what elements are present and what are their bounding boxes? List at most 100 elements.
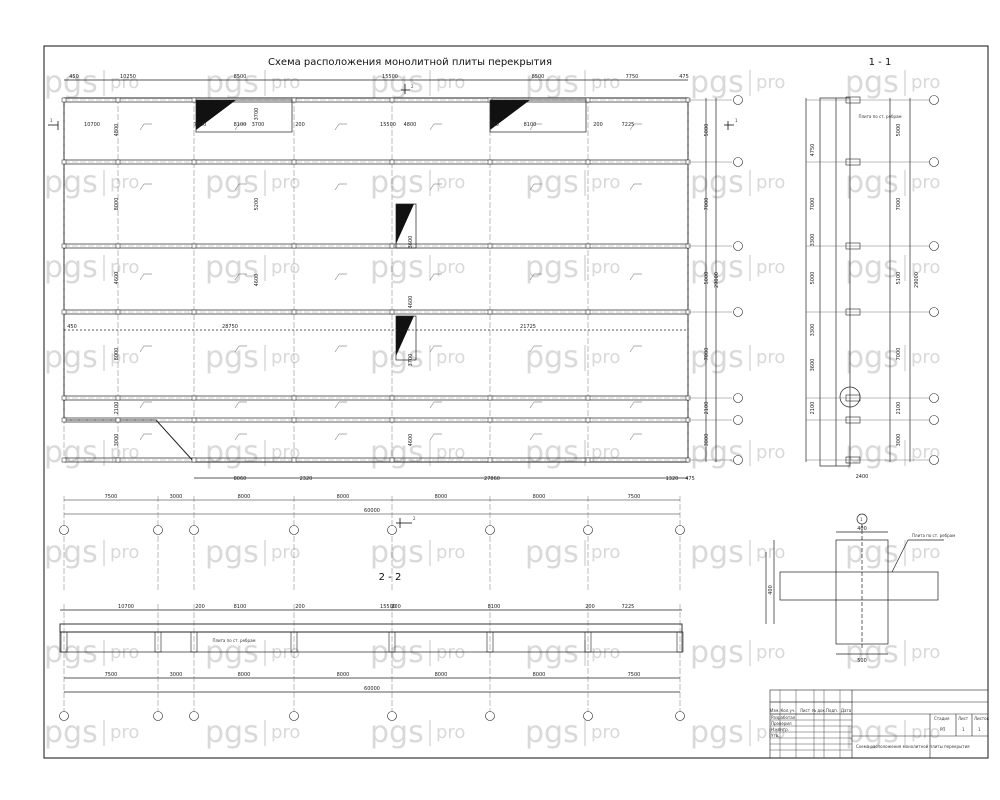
- plan-inner-dim: 7200: [194, 122, 207, 128]
- plan-axis-bubble: [733, 95, 743, 105]
- section-1-beam: [845, 416, 861, 424]
- detail-width: 400: [857, 526, 867, 532]
- watermark-suffix: pro: [911, 257, 940, 278]
- plan-leader: [429, 183, 442, 191]
- plan-inner-dim: 15500: [380, 122, 396, 128]
- watermark-suffix: pro: [110, 257, 139, 278]
- plan-top-dim: 7750: [626, 74, 639, 80]
- plan-leader: [334, 183, 347, 191]
- plan-leader: [139, 183, 152, 191]
- plan-column: [115, 97, 121, 103]
- plan-inner-vert-dim: 5200: [254, 198, 260, 211]
- plan-inner-dim: 200: [593, 122, 603, 128]
- watermark-brand: pgs: [44, 635, 98, 670]
- watermark-brand: pgs: [525, 435, 579, 470]
- watermark-suffix: pro: [911, 172, 940, 193]
- watermark-brand: pgs: [690, 435, 744, 470]
- section-2-bottom-dim: 8000: [337, 672, 350, 678]
- section-1-beam: [845, 96, 861, 104]
- sheet-frame: [43, 45, 989, 759]
- plan-leader: [334, 273, 347, 281]
- watermark-suffix: pro: [756, 442, 785, 463]
- stamp-column-header: Дата: [841, 708, 852, 713]
- watermark-brand: pgs: [525, 535, 579, 570]
- plan-top-dim: 8500: [532, 74, 545, 80]
- section-1-beam: [845, 394, 861, 402]
- watermark-brand: pgs: [205, 340, 259, 375]
- section-1-right-dim: 2100: [896, 402, 902, 415]
- plan-inner-vert-dim: 4600: [408, 434, 414, 447]
- detail-axis-label: 1: [860, 517, 863, 522]
- section-2-axis-bubble: [289, 711, 299, 721]
- section-1-right-dim: 5000: [896, 124, 902, 137]
- section-2-column: [388, 631, 396, 653]
- watermark-brand: pgs: [205, 165, 259, 200]
- watermark-suffix: pro: [110, 347, 139, 368]
- plan-leader: [234, 345, 247, 353]
- slab-plan: [61, 79, 732, 479]
- watermark-brand: pgs: [44, 715, 98, 750]
- section-2-top-dim: 200: [295, 604, 305, 610]
- plan-top-dim: 10250: [120, 74, 136, 80]
- plan-column: [61, 243, 67, 249]
- plan-column: [389, 159, 395, 165]
- axes-column-dim: 7500: [628, 494, 641, 500]
- section-2-axis-bubble: [189, 711, 199, 721]
- section-1-horizontals: [806, 96, 930, 464]
- plan-axis-bubble: [733, 393, 743, 403]
- plan-column: [115, 243, 121, 249]
- watermark-suffix: pro: [911, 72, 940, 93]
- plan-leader: [234, 183, 247, 191]
- plan-column: [61, 97, 67, 103]
- plan-column: [191, 395, 197, 401]
- plan-left-dim: 2100: [114, 402, 120, 415]
- watermark-brand: pgs: [525, 635, 579, 670]
- plan-leader: [139, 123, 152, 131]
- stamp-row-label: Утв.: [771, 733, 779, 738]
- watermark-brand: pgs: [205, 635, 259, 670]
- opening-4: [396, 316, 414, 356]
- section-2-column: [676, 631, 684, 653]
- watermark-brand: pgs: [525, 65, 579, 100]
- watermark-brand: pgs: [370, 435, 424, 470]
- plan-column: [585, 417, 591, 423]
- section-1-total-dim: 29000: [914, 272, 920, 288]
- section-1-left-dim: 4750: [810, 144, 816, 157]
- plan-leader: [629, 273, 642, 281]
- section-2-note: Плита по ст. ребрам: [212, 638, 255, 643]
- plan-leader: [234, 433, 247, 441]
- watermark-suffix: pro: [911, 542, 940, 563]
- stamp-sheet-name: Схема расположения монолитной плиты пере…: [856, 744, 970, 749]
- axes-bubble: [583, 525, 593, 535]
- section-2-axis-bubble: [153, 711, 163, 721]
- section-2-column: [584, 631, 592, 653]
- section-1-left-dim: 3300: [810, 234, 816, 247]
- plan-column: [585, 159, 591, 165]
- plan-column: [115, 159, 121, 165]
- axes-verticals: [59, 496, 685, 590]
- plan-column: [291, 417, 297, 423]
- watermark-brand: pgs: [845, 165, 899, 200]
- section-2-column: [290, 631, 298, 653]
- plan-inner-dim: 8100: [234, 122, 247, 128]
- plan-leader: [429, 345, 442, 353]
- stamp-column-header: Подп.: [826, 708, 838, 713]
- plan-leader: [529, 123, 542, 131]
- watermark-suffix: pro: [436, 642, 465, 663]
- opening-1: [196, 100, 236, 130]
